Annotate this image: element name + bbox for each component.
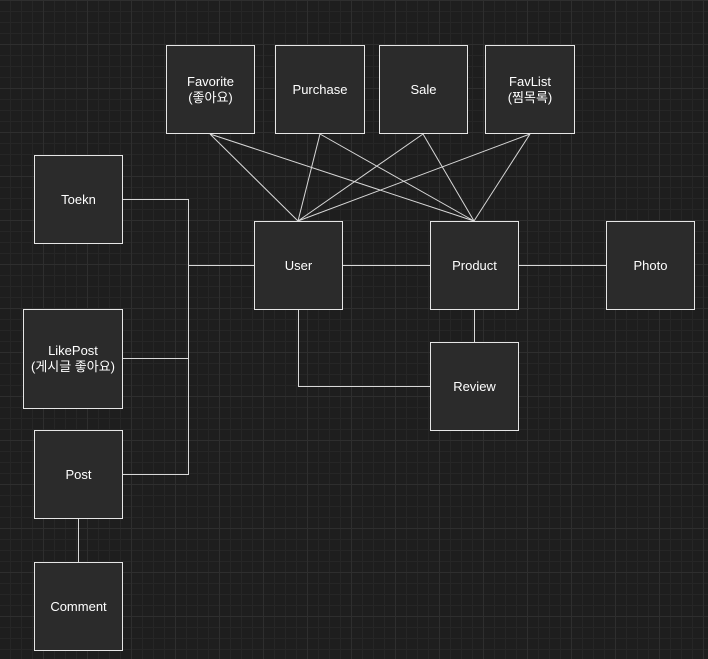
- edge-user-review: [298, 310, 430, 387]
- node-token[interactable]: Toekn: [34, 155, 123, 244]
- node-favlist-sublabel: (찜목록): [507, 89, 553, 105]
- edge-favlist-user: [297, 133, 531, 222]
- node-favlist[interactable]: FavList (찜목록): [485, 45, 575, 134]
- edge-favorite-user: [209, 133, 299, 222]
- node-favorite-label: Favorite: [187, 73, 234, 89]
- edge-sale-user: [297, 133, 424, 222]
- node-sale[interactable]: Sale: [379, 45, 468, 134]
- node-photo-label: Photo: [633, 257, 668, 273]
- node-token-label: Toekn: [61, 191, 96, 207]
- edge-token-user: [123, 199, 189, 475]
- edge-sale-product: [422, 133, 475, 222]
- node-favlist-label: FavList: [509, 73, 551, 89]
- node-likepost[interactable]: LikePost (게시글 좋아요): [23, 309, 123, 409]
- edge-purchase-user: [297, 133, 321, 222]
- edge-favorite-product: [209, 133, 475, 222]
- node-sale-label: Sale: [410, 81, 437, 97]
- node-purchase[interactable]: Purchase: [275, 45, 365, 134]
- node-review[interactable]: Review: [430, 342, 519, 431]
- node-product-label: Product: [452, 257, 497, 273]
- node-purchase-label: Purchase: [292, 81, 348, 97]
- edge-favlist-product: [473, 133, 531, 222]
- node-product[interactable]: Product: [430, 221, 519, 310]
- node-post[interactable]: Post: [34, 430, 123, 519]
- node-comment[interactable]: Comment: [34, 562, 123, 651]
- node-review-label: Review: [453, 378, 496, 394]
- node-comment-label: Comment: [50, 598, 107, 614]
- node-likepost-label: LikePost: [48, 343, 98, 358]
- node-photo[interactable]: Photo: [606, 221, 695, 310]
- node-user[interactable]: User: [254, 221, 343, 310]
- node-post-label: Post: [65, 466, 92, 482]
- node-likepost-sublabel: (게시글 좋아요): [30, 359, 116, 374]
- node-favorite-sublabel: (좋아요): [188, 89, 233, 105]
- node-user-label: User: [284, 257, 313, 273]
- edge-purchase-product: [319, 133, 475, 222]
- node-favorite[interactable]: Favorite (좋아요): [166, 45, 255, 134]
